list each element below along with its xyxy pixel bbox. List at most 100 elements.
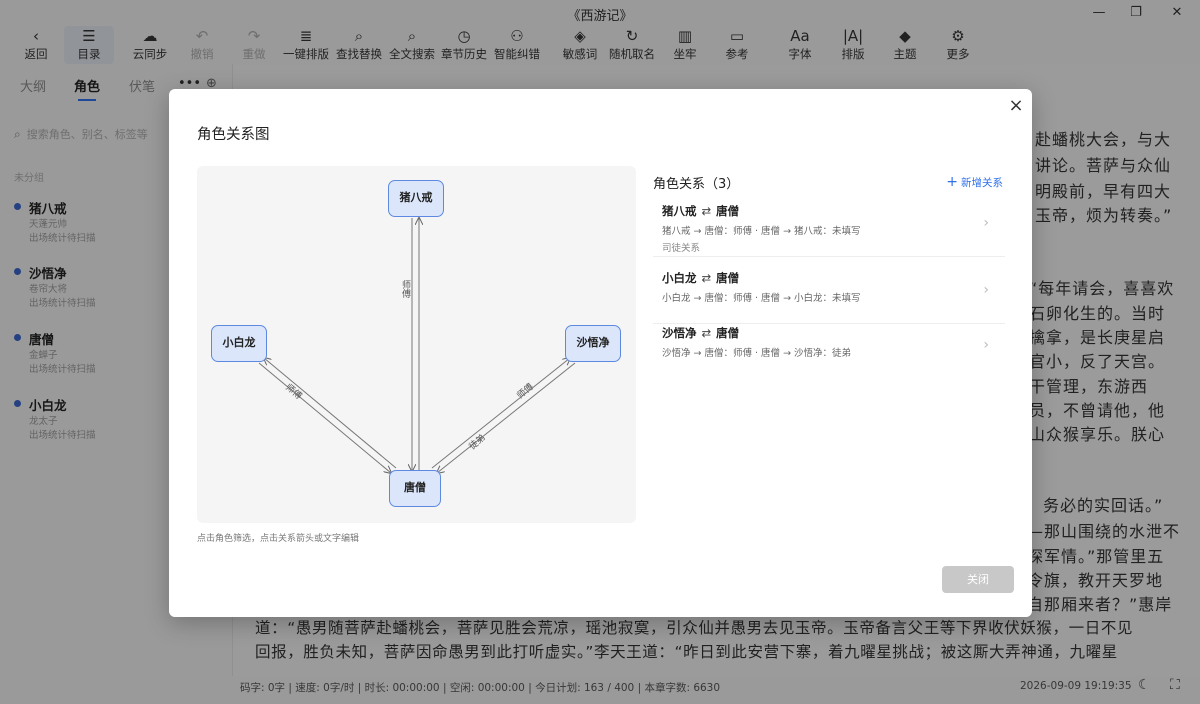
text-line: 赴蟠桃大会，与大 — [1035, 130, 1172, 149]
text-line: 山众猴享乐。朕心 — [1029, 425, 1166, 444]
edge-arrow[interactable] — [437, 362, 576, 473]
list-icon: ☰ — [82, 27, 96, 45]
text-line: 干管理，东游西 — [1029, 377, 1149, 396]
gear-icon: ⚙ — [951, 27, 965, 45]
lockdown-button[interactable]: ▥坐牢 — [655, 26, 715, 62]
node-xiaobailong[interactable]: 小白龙 — [211, 325, 267, 362]
text-line: 回报，胜负未知，菩萨因命愚男到此打听虚实。”李天王道：“昨日到此安营下寨，着九曜… — [255, 643, 1118, 661]
add-relation-button[interactable]: +新增关系 — [946, 174, 1003, 190]
text-line: 玉帝，烦为转奏。” — [1035, 206, 1173, 225]
refresh-icon: ↻ — [625, 27, 639, 45]
back-button[interactable]: ‹返回 — [6, 26, 66, 62]
text-line: —那山围绕的水泄不 — [1027, 522, 1181, 541]
group-label: 未分组 — [14, 173, 44, 184]
text-line: “每年请会，喜喜欢 — [1029, 279, 1175, 298]
minimize-icon[interactable]: — — [1092, 5, 1106, 20]
tab-outline[interactable]: 大纲 — [20, 80, 47, 95]
sensitive-words-button[interactable]: ◈敏感词 — [550, 26, 610, 62]
theme-button[interactable]: ◆主题 — [875, 26, 935, 62]
undo-button[interactable]: ↶撤销 — [172, 26, 232, 62]
relationship-dialog: 角色关系图 × 师傅 师傅 师傅 徒弟 猪八戒 小白龙 沙悟净 — [169, 89, 1032, 617]
smart-correct-button[interactable]: ⚇智能纠错 — [487, 26, 547, 62]
datetime: 2026-09-09 19:19:35 — [1020, 680, 1132, 692]
text-line: 石卵化生的。当时 — [1029, 304, 1166, 323]
relation-tag: 司徒关系 — [662, 243, 701, 254]
auto-format-button[interactable]: ≣一键排版 — [276, 26, 336, 62]
format-icon: ≣ — [299, 27, 313, 45]
moon-icon[interactable]: ☾ — [1138, 677, 1151, 693]
sidebar-tabs: 大纲 角色 伏笔 ••• ⊕ — [0, 76, 232, 101]
undo-icon: ↶ — [195, 27, 209, 45]
relationship-graph[interactable]: 师傅 师傅 师傅 徒弟 猪八戒 小白龙 沙悟净 唐僧 — [197, 166, 636, 523]
toolbar: ‹返回 ☰目录 ☁云同步 ↶撤销 ↷重做 ≣一键排版 ⌕查找替换 ⌕全文搜索 ◷… — [0, 26, 1200, 64]
fullscreen-icon[interactable]: ⛶ — [1170, 677, 1180, 693]
text-line: 擒拿，是长庚星启 — [1029, 328, 1166, 347]
random-name-button[interactable]: ↻随机取名 — [602, 26, 662, 62]
more-button[interactable]: ⚙更多 — [928, 26, 988, 62]
add-tab-icon[interactable]: ⊕ — [206, 76, 217, 91]
chapter-history-button[interactable]: ◷章节历史 — [434, 26, 494, 62]
close-button[interactable]: 关闭 — [942, 566, 1014, 593]
tab-characters[interactable]: 角色 — [74, 76, 100, 101]
restore-icon[interactable]: ❐ — [1130, 5, 1142, 20]
redo-button[interactable]: ↷重做 — [224, 26, 284, 62]
fulltext-search-button[interactable]: ⌕全文搜索 — [382, 26, 442, 62]
plus-icon: + — [946, 174, 958, 190]
toc-button[interactable]: ☰目录 — [64, 26, 114, 64]
node-shawujing[interactable]: 沙悟净 — [565, 325, 621, 362]
cloud-icon: ☁ — [142, 27, 158, 45]
layout-button[interactable]: |A|排版 — [823, 26, 883, 62]
relation-card[interactable]: 猪八戒⇄唐僧 猪八戒 → 唐僧：师傅 · 唐僧 → 猪八戒：未填写 司徒关系 › — [653, 203, 1005, 257]
status-dot — [14, 334, 21, 341]
bars-icon: ▥ — [677, 27, 693, 45]
more-tabs-icon[interactable]: ••• — [178, 76, 202, 91]
search-icon: ⌕ — [14, 127, 21, 141]
relation-card[interactable]: 小白龙⇄唐僧 小白龙 → 唐僧：师傅 · 唐僧 → 小白龙：未填写 › — [653, 270, 1005, 324]
node-zhubajie[interactable]: 猪八戒 — [388, 180, 444, 217]
find-replace-icon: ⌕ — [354, 27, 364, 45]
status-dot — [14, 268, 21, 275]
back-icon: ‹ — [33, 27, 39, 45]
sidebar: 大纲 角色 伏笔 ••• ⊕ ⌕搜索角色、别名、标签等 未分组 猪八戒 天蓬元帅… — [0, 64, 232, 704]
edge-arrow[interactable] — [431, 358, 570, 469]
text-line: 明殿前，早有四大 — [1035, 182, 1172, 201]
relation-desc: 猪八戒 → 唐僧：师傅 · 唐僧 → 猪八戒：未填写 — [662, 226, 861, 237]
graph-edges: 师傅 师傅 师傅 徒弟 — [258, 166, 576, 523]
folder-icon: ▭ — [729, 27, 745, 45]
history-icon: ◷ — [457, 27, 471, 45]
font-icon: Aa — [790, 27, 810, 45]
relation-card[interactable]: 沙悟净⇄唐僧 沙悟净 → 唐僧：师傅 · 唐僧 → 沙悟净：徒弟 › — [662, 326, 989, 359]
find-replace-button[interactable]: ⌕查找替换 — [329, 26, 389, 62]
swap-icon: ⇄ — [701, 204, 712, 218]
edge-arrow[interactable] — [258, 362, 391, 473]
close-window-icon[interactable]: ✕ — [1171, 5, 1183, 20]
edge-label[interactable]: 师傅 — [514, 381, 536, 402]
cloud-sync-button[interactable]: ☁云同步 — [120, 26, 180, 62]
chevron-right-icon: › — [983, 215, 989, 231]
swap-icon: ⇄ — [701, 326, 712, 340]
edge-label[interactable]: 师傅 — [400, 279, 411, 299]
text-line: 员，不曾请他，他 — [1029, 401, 1166, 420]
layout-icon: |A| — [842, 27, 864, 45]
reference-button[interactable]: ▭参考 — [707, 26, 767, 62]
text-line: 探军情。”那管里五 — [1027, 547, 1165, 566]
relations-header: 角色关系（3） +新增关系 — [653, 173, 1003, 193]
text-line: 令旗，教开天罗地 — [1027, 571, 1164, 590]
chevron-right-icon: › — [983, 337, 989, 353]
text-line: 自那厢来者？”惠岸 — [1027, 595, 1173, 614]
text-line: 道：“愚男随菩萨赴蟠桃会，菩萨见胜会荒凉，瑶池寂寞，引众仙并愚男去见玉帝。玉帝备… — [255, 619, 1134, 637]
robot-icon: ⚇ — [510, 27, 524, 45]
status-bar: 码字: 0字 | 速度: 0字/时 | 时长: 00:00:00 | 空闲: 0… — [232, 676, 1200, 704]
swap-icon: ⇄ — [701, 271, 712, 285]
status-dot — [14, 203, 21, 210]
character-search-input[interactable]: ⌕搜索角色、别名、标签等 — [14, 127, 148, 141]
relation-desc: 小白龙 → 唐僧：师傅 · 唐僧 → 小白龙：未填写 — [662, 293, 861, 304]
edge-arrow[interactable] — [264, 358, 397, 469]
tab-foreshadow[interactable]: 伏笔 — [129, 80, 156, 95]
window-title: 《西游记》 — [567, 9, 633, 24]
node-tangseng[interactable]: 唐僧 — [389, 470, 441, 507]
graph-hint: 点击角色筛选，点击关系箭头或文字编辑 — [197, 534, 360, 544]
writing-stats: 码字: 0字 | 速度: 0字/时 | 时长: 00:00:00 | 空闲: 0… — [240, 682, 721, 694]
close-icon[interactable]: × — [1008, 95, 1024, 116]
